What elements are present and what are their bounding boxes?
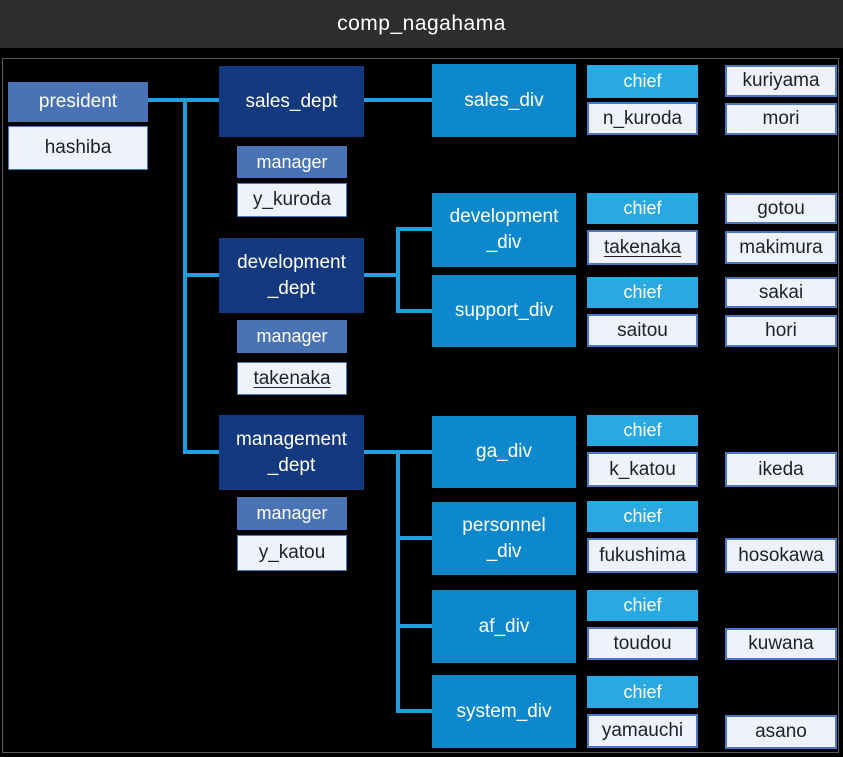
development-dept-manager-label: manager bbox=[237, 320, 347, 353]
connector-sales-dept-to-sales-div bbox=[364, 98, 432, 102]
management-dept-manager-name: y_katou bbox=[237, 535, 347, 571]
development-dept-manager-name: takenaka bbox=[237, 362, 347, 395]
sales-dept-box: sales_dept bbox=[219, 66, 364, 137]
sales-div-chief-label: chief bbox=[587, 65, 698, 98]
af-div-box: af_div bbox=[432, 590, 576, 663]
support-div-box: support_div bbox=[432, 275, 576, 347]
sales-div-box: sales_div bbox=[432, 64, 576, 137]
management-dept-manager-label: manager bbox=[237, 497, 347, 530]
management-dept-box: management _dept bbox=[219, 415, 364, 490]
system-div-box: system_div bbox=[432, 675, 576, 748]
connector-branch-to-personnel-div bbox=[396, 536, 432, 540]
connector-trunk-to-development-dept bbox=[183, 273, 219, 277]
chart-frame bbox=[2, 58, 839, 753]
window-title: comp_nagahama bbox=[0, 0, 843, 48]
sales-dept-manager-name: y_kuroda bbox=[237, 183, 347, 217]
development-div-member-1: gotou bbox=[725, 193, 837, 224]
sales-div-chief-name: n_kuroda bbox=[587, 102, 698, 135]
connector-management-branch-vertical bbox=[396, 450, 400, 713]
system-div-member-1: asano bbox=[725, 715, 837, 749]
af-div-member-1: kuwana bbox=[725, 628, 837, 660]
connector-development-dept-to-branch bbox=[364, 273, 396, 277]
ga-div-box: ga_div bbox=[432, 416, 576, 488]
connector-branch-to-development-div bbox=[396, 227, 432, 231]
president-role-box: president bbox=[8, 82, 148, 122]
ga-div-chief-name: k_katou bbox=[587, 452, 698, 487]
development-div-chief-label: chief bbox=[587, 193, 698, 224]
connector-branch-to-af-div bbox=[396, 624, 432, 628]
support-div-chief-name: saitou bbox=[587, 314, 698, 347]
connector-trunk-to-management-dept bbox=[183, 450, 219, 454]
system-div-chief-name: yamauchi bbox=[587, 714, 698, 748]
development-div-member-2: makimura bbox=[725, 231, 837, 264]
personnel-div-member-1: hosokawa bbox=[725, 538, 837, 573]
ga-div-member-1: ikeda bbox=[725, 452, 837, 487]
sales-dept-manager-label: manager bbox=[237, 146, 347, 178]
connector-development-branch-vertical bbox=[396, 227, 400, 313]
connector-branch-to-system-div bbox=[396, 709, 432, 713]
sales-div-member-2: mori bbox=[725, 103, 837, 135]
af-div-chief-name: toudou bbox=[587, 627, 698, 660]
support-div-member-2: hori bbox=[725, 315, 837, 347]
personnel-div-chief-name: fukushima bbox=[587, 538, 698, 573]
president-name-box: hashiba bbox=[8, 126, 148, 170]
development-div-chief-name: takenaka bbox=[587, 230, 698, 265]
support-div-chief-label: chief bbox=[587, 277, 698, 308]
personnel-div-chief-label: chief bbox=[587, 501, 698, 532]
development-dept-box: development _dept bbox=[219, 238, 364, 313]
connector-branch-to-support-div bbox=[396, 309, 432, 313]
support-div-member-1: sakai bbox=[725, 277, 837, 308]
development-div-box: development _div bbox=[432, 193, 576, 267]
personnel-div-box: personnel _div bbox=[432, 502, 576, 575]
ga-div-chief-label: chief bbox=[587, 415, 698, 446]
system-div-chief-label: chief bbox=[587, 676, 698, 708]
sales-div-member-1: kuriyama bbox=[725, 65, 837, 97]
af-div-chief-label: chief bbox=[587, 590, 698, 621]
